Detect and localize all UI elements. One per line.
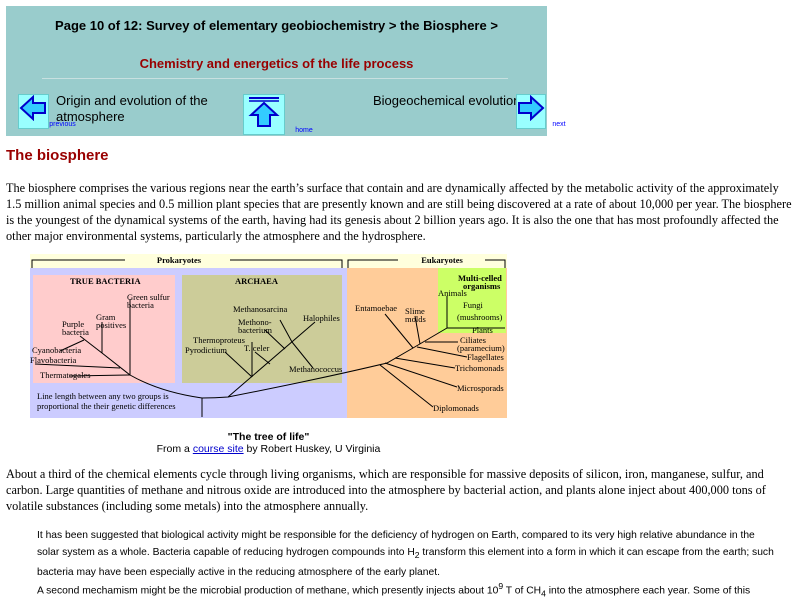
label-tceler: T. celer <box>244 343 269 353</box>
label-multi-2: organisms <box>463 281 501 291</box>
label-methano: Methono- <box>238 317 272 327</box>
next-button[interactable]: next <box>516 94 566 129</box>
home-button[interactable]: home <box>243 94 313 135</box>
q2-sup: 9 <box>498 581 504 591</box>
home-label: home <box>295 127 313 134</box>
label-thermato: Thermatogales <box>40 370 91 380</box>
true-bacteria-label: TRUE BACTERIA <box>70 276 141 286</box>
elements-paragraph: About a third of the chemical elements c… <box>6 467 766 513</box>
figure-credit: From a course site by Robert Huskey, U V… <box>0 443 537 455</box>
label-slime: Slime <box>405 306 425 316</box>
archaea-label: ARCHAEA <box>235 276 279 286</box>
label-methanosarcina: Methanosarcina <box>233 304 288 314</box>
previous-label: previous <box>49 121 76 128</box>
label-fungi-2: (mushrooms) <box>457 312 503 322</box>
note-line1: Line length between any two groups is <box>37 391 169 401</box>
navigation-box: Page 10 of 12: Survey of elementary geob… <box>6 6 566 136</box>
label-ciliates: Ciliates <box>460 335 486 345</box>
label-purple: Purple <box>62 319 84 329</box>
q1-text: It has been suggested that biological ac… <box>37 530 755 558</box>
hydrogen-quote: It has been suggested that biological ac… <box>37 527 777 581</box>
label-green-sulfur-2: bacteria <box>127 300 154 310</box>
label-fungi: Fungi <box>463 300 483 310</box>
label-plants: Plants <box>472 325 493 335</box>
course-site-link[interactable]: course site <box>192 443 244 455</box>
arrow-up-icon <box>248 97 280 127</box>
prokaryotes-label: Prokaryotes <box>157 255 202 265</box>
tree-of-life-diagram: Prokaryotes Eukaryotes TRUE BACTERIA ARC… <box>30 254 507 418</box>
next-page-link[interactable]: Biogeochemical evolution <box>373 93 521 108</box>
q1-sub: 2 <box>414 550 420 561</box>
q2-text-2: T of CH <box>503 585 542 597</box>
label-thermoproteus: Thermoproteus <box>193 335 245 345</box>
label-green-sulfur: Green sulfur <box>127 292 170 302</box>
label-gram-2: positives <box>96 320 126 330</box>
label-flagellates: Flagellates <box>467 352 504 362</box>
label-animals: Animals <box>438 288 467 298</box>
q2-text-3: into the atmosphere each year. Some of t… <box>545 585 751 597</box>
label-ciliates-2: (paramecium) <box>457 343 505 353</box>
eukaryotes-label: Eukaryotes <box>421 255 463 265</box>
label-methanococcus: Methanococcus <box>289 364 342 374</box>
arrow-right-icon <box>518 94 545 122</box>
previous-button[interactable]: previous <box>18 94 76 129</box>
page-heading: The biosphere <box>6 147 109 164</box>
intro-paragraph: The biosphere comprises the various regi… <box>6 181 792 243</box>
label-entamoebae: Entamoebae <box>355 303 397 313</box>
label-gram: Gram <box>96 312 116 322</box>
label-methano-2: bacterium <box>238 325 272 335</box>
label-flavo: Flavobacteria <box>30 355 76 365</box>
next-label: next <box>552 121 566 128</box>
label-diplomonads: Diplomonads <box>433 403 479 413</box>
previous-title-line2: atmosphere <box>56 109 125 124</box>
breadcrumb: Page 10 of 12: Survey of elementary geob… <box>55 18 498 33</box>
label-trichomonads: Trichomonads <box>455 363 504 373</box>
q2-text: A second mechamism might be the microbia… <box>37 585 499 597</box>
q1-text-2: transform this element into a form in wh… <box>37 547 774 579</box>
label-halophiles: Halophiles <box>303 313 340 323</box>
credit-by: by Robert Huskey, U Virginia <box>243 443 381 455</box>
note-line2: proportional the their genetic differenc… <box>37 401 176 411</box>
label-purple-2: bacteria <box>62 327 89 337</box>
section-title[interactable]: Chemistry and energetics of the life pro… <box>139 56 414 71</box>
credit-from: From a <box>156 443 193 455</box>
label-cyano: Cyanobacteria <box>32 345 81 355</box>
label-multi: Multi-celled <box>458 273 502 283</box>
label-microsporads: Microsporads <box>457 383 504 393</box>
figure-title: "The tree of life" <box>227 431 310 443</box>
arrow-left-icon <box>19 94 46 122</box>
label-slime-2: molds <box>405 314 426 324</box>
divider <box>42 78 508 79</box>
previous-title-line1: Origin and evolution of the <box>56 93 208 108</box>
label-pyrodictium: Pyrodictium <box>185 345 227 355</box>
q2-sub: 4 <box>541 588 546 599</box>
methane-quote: A second mechamism might be the microbia… <box>37 578 777 602</box>
